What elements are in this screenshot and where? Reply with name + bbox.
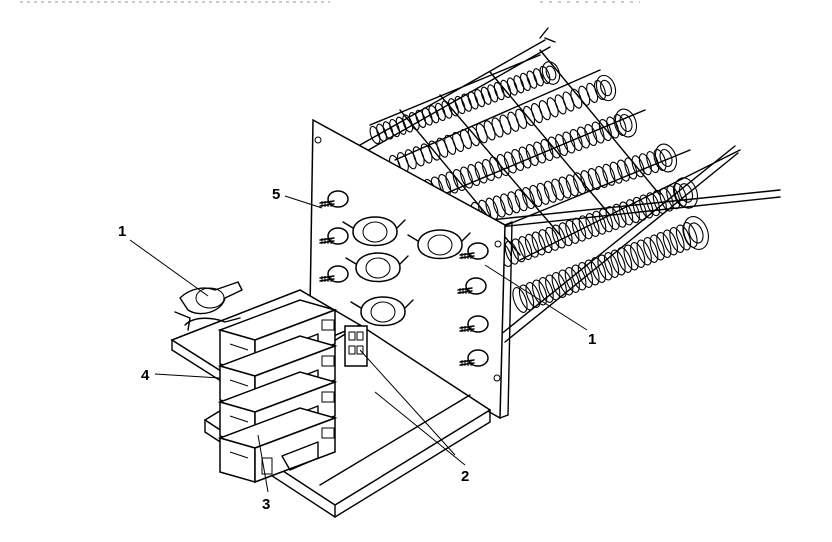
limit-switch-group — [342, 216, 471, 327]
heating-coil — [512, 216, 709, 313]
callout-2: 2 — [461, 468, 469, 485]
terminal-stud — [459, 349, 489, 367]
circuit-breaker-stack — [217, 299, 338, 484]
limit-switch — [407, 229, 471, 260]
callout-labels: 1 1 2 3 4 5 — [118, 186, 596, 513]
terminal-stud — [319, 227, 349, 245]
heating-coil — [463, 143, 678, 227]
callout-5: 5 — [272, 186, 280, 203]
leader-lines — [129, 195, 588, 493]
thermal-limit-switch-left — [174, 281, 243, 331]
heating-coil — [369, 61, 561, 145]
callout-1-right: 1 — [588, 331, 596, 348]
mounting-panel — [309, 118, 513, 420]
callout-4: 4 — [141, 367, 150, 384]
relay-block — [344, 325, 368, 367]
terminal-stud — [319, 190, 349, 208]
support-rods — [359, 27, 781, 343]
terminal-stud — [459, 242, 489, 260]
circuit-breaker — [217, 407, 338, 484]
limit-switch — [345, 252, 409, 283]
terminal-studs — [319, 190, 489, 367]
terminal-stud — [459, 315, 489, 333]
terminal-stud — [457, 277, 487, 295]
terminal-stud — [319, 265, 349, 283]
callout-3: 3 — [262, 496, 270, 513]
callout-1-left: 1 — [118, 223, 126, 240]
limit-switch — [342, 216, 406, 247]
limit-switch — [350, 296, 414, 327]
